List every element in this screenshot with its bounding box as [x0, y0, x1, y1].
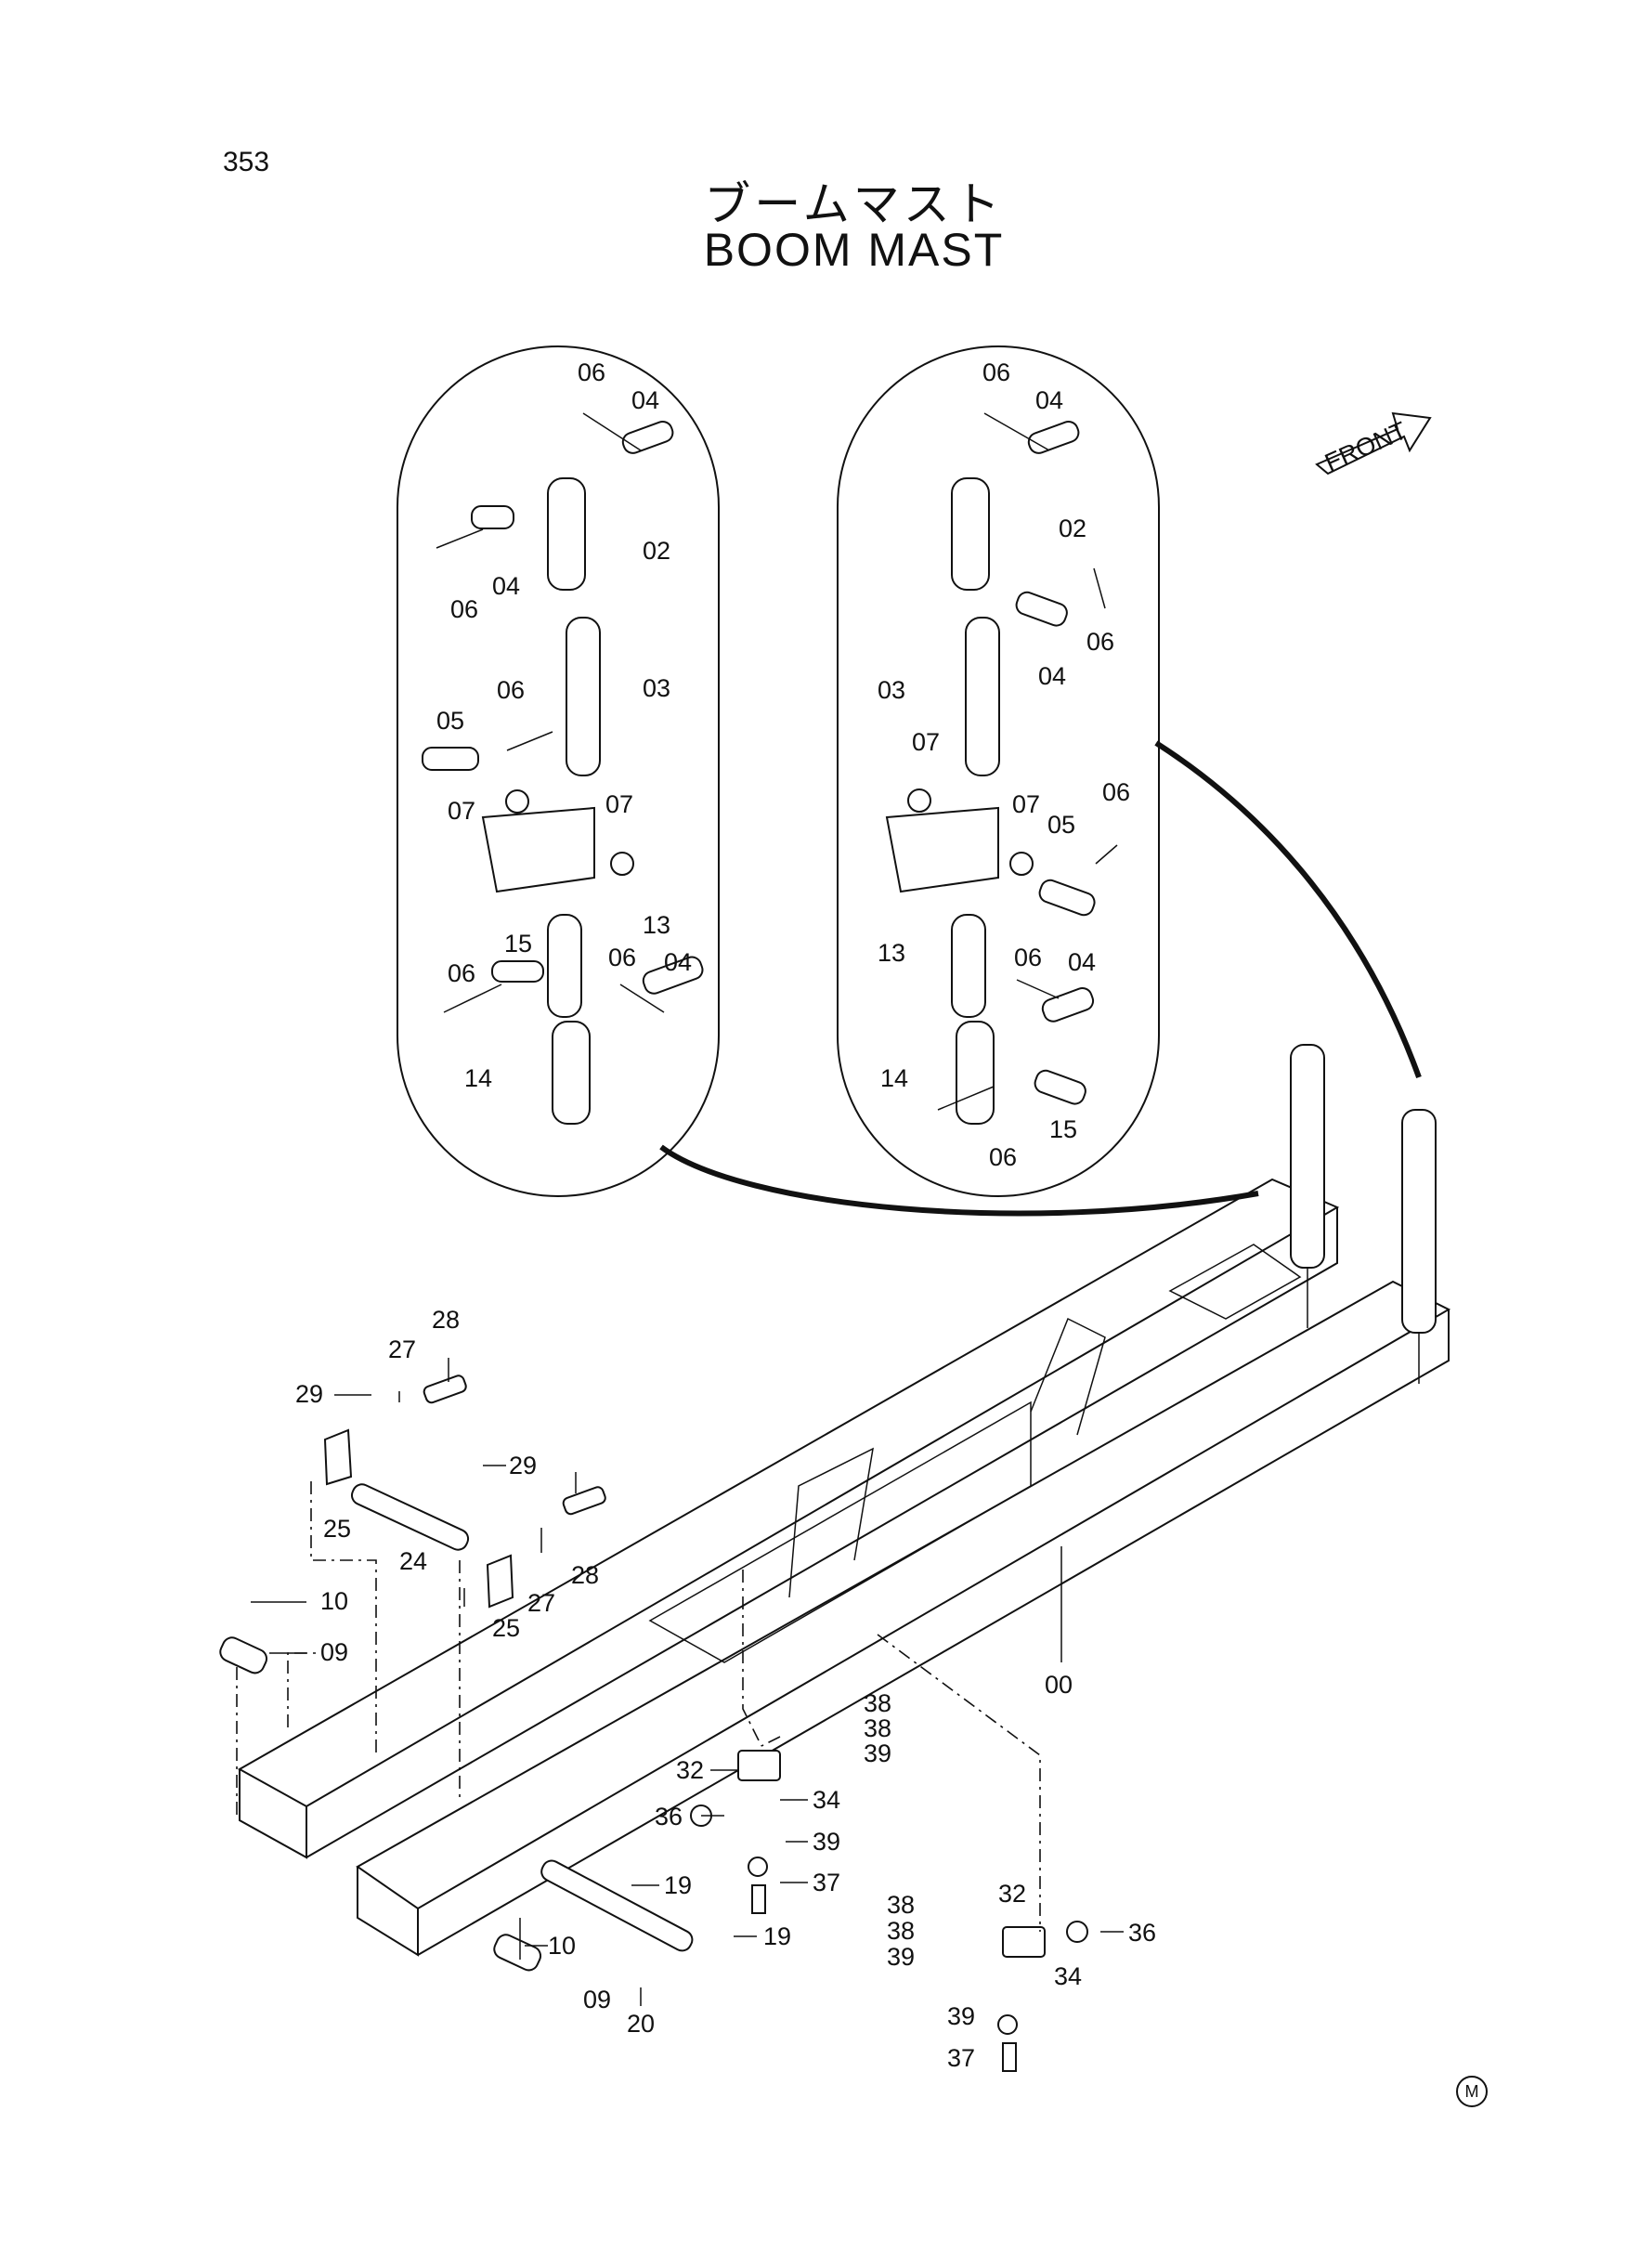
callout-38: 38	[864, 1714, 891, 1742]
page-title-japanese: ブームマスト	[704, 178, 1004, 230]
detail-leader-left	[659, 1144, 1259, 1217]
callout-05: 05	[436, 707, 464, 735]
callout-04: 04	[1068, 948, 1096, 976]
callout-04: 04	[1038, 662, 1066, 690]
callout-06: 06	[982, 358, 1010, 386]
callout-leaders	[251, 1358, 1124, 2006]
callout-24: 24	[399, 1547, 427, 1575]
callout-06: 06	[1014, 944, 1042, 971]
callout-04: 04	[631, 386, 659, 414]
callout-07: 07	[912, 728, 940, 756]
callout-07: 07	[605, 790, 633, 818]
callout-00: 00	[1045, 1671, 1073, 1699]
callout-10: 10	[320, 1587, 348, 1615]
detail-view-right	[837, 345, 1160, 1197]
callout-06: 06	[1102, 778, 1130, 806]
callouts-detail-right: 06 04 02 04 06 03 07 07 05 06 13 06 04 1…	[878, 358, 1130, 1171]
page-title: BOOM MAST	[703, 224, 1005, 276]
page-number: 353	[223, 147, 270, 177]
callout-39: 39	[864, 1739, 891, 1767]
callout-15: 15	[504, 930, 532, 958]
callout-06: 06	[450, 595, 478, 623]
callout-38: 38	[887, 1917, 915, 1945]
callout-04: 04	[1035, 386, 1063, 414]
callout-04: 04	[664, 948, 692, 976]
callout-27: 27	[527, 1589, 555, 1617]
detail-leader-right	[1154, 740, 1422, 1079]
callout-06: 06	[989, 1143, 1017, 1171]
callout-28: 28	[432, 1306, 460, 1334]
callout-19: 19	[664, 1871, 692, 1899]
callout-04: 04	[492, 572, 520, 600]
callout-38: 38	[864, 1689, 891, 1717]
callout-29: 29	[509, 1452, 537, 1479]
callout-34: 34	[1054, 1962, 1082, 1990]
callout-09: 09	[320, 1638, 348, 1666]
callout-13: 13	[643, 911, 670, 939]
callout-27: 27	[388, 1335, 416, 1363]
callout-38: 38	[887, 1891, 915, 1919]
callout-25: 25	[492, 1614, 520, 1642]
callout-03: 03	[643, 674, 670, 702]
callout-09: 09	[583, 1986, 611, 2013]
front-arrow-label: FRONT	[1320, 416, 1411, 476]
callouts-main: 28 27 29 29 25 24 28 27 25 10 09 00 38 3…	[295, 1306, 1156, 2072]
callout-36: 36	[655, 1803, 683, 1831]
callout-39: 39	[887, 1943, 915, 1971]
callout-07: 07	[448, 797, 475, 825]
callout-39: 39	[813, 1828, 840, 1856]
callout-28: 28	[571, 1561, 599, 1589]
callout-37: 37	[813, 1869, 840, 1896]
callout-36: 36	[1128, 1919, 1156, 1947]
callout-15: 15	[1049, 1115, 1077, 1143]
callout-34: 34	[813, 1786, 840, 1814]
callout-32: 32	[998, 1880, 1026, 1908]
callout-19: 19	[763, 1922, 791, 1950]
corner-mark: M	[1456, 2076, 1488, 2107]
callout-37: 37	[947, 2044, 975, 2072]
callout-14: 14	[464, 1064, 492, 1092]
boom-mast-frame	[237, 1044, 1451, 1957]
callout-02: 02	[643, 537, 670, 565]
callout-06: 06	[1086, 628, 1114, 656]
callout-05: 05	[1047, 811, 1075, 839]
callout-02: 02	[1059, 515, 1086, 542]
callout-06: 06	[578, 358, 605, 386]
callout-25: 25	[323, 1515, 351, 1543]
callout-32: 32	[676, 1756, 704, 1784]
detail-view-left	[397, 345, 720, 1197]
callout-29: 29	[295, 1380, 323, 1408]
callouts-detail-left: 06 04 02 04 06 03 06 05 07 07 13 15 06 0…	[436, 358, 692, 1092]
callout-07: 07	[1012, 790, 1040, 818]
callout-06: 06	[497, 676, 525, 704]
callout-39: 39	[947, 2002, 975, 2030]
callout-20: 20	[627, 2010, 655, 2038]
callout-03: 03	[878, 676, 905, 704]
front-arrow: FRONT	[1315, 411, 1432, 476]
callout-14: 14	[880, 1064, 908, 1092]
callout-10: 10	[548, 1932, 576, 1960]
callout-13: 13	[878, 939, 905, 967]
pin-and-hardware	[219, 1375, 1088, 2072]
callout-06: 06	[448, 959, 475, 987]
callout-06: 06	[608, 944, 636, 971]
